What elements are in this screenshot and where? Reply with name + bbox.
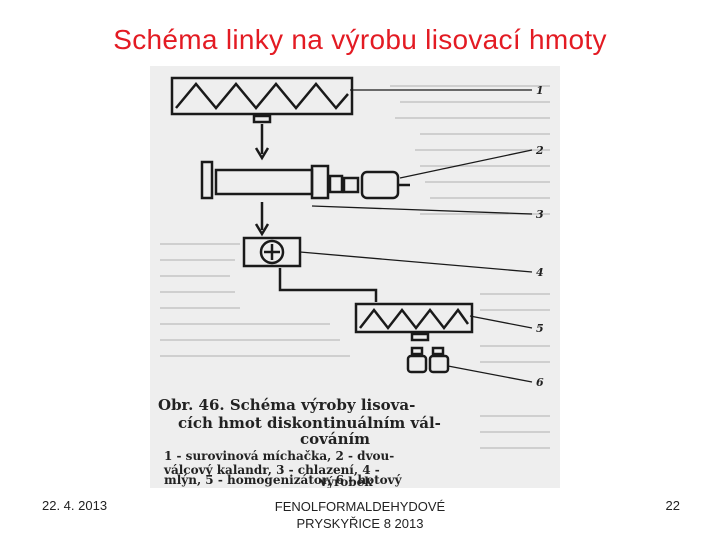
- callout-number-1: 1: [536, 84, 544, 97]
- callout-number-2: 2: [535, 144, 544, 157]
- arrowhead-2: [254, 223, 270, 237]
- callout-number-4: 4: [536, 266, 544, 279]
- flow-line-to-homogenizer: [278, 268, 378, 302]
- calender-rolls: [200, 160, 410, 200]
- callout-number-5: 5: [536, 322, 544, 335]
- legend-line-3: mlýn, 5 - homogenizátor, 6 - hotový: [164, 473, 403, 487]
- caption-title-line-3: cováním: [300, 430, 370, 448]
- page-number: 22: [665, 498, 680, 513]
- mixer-trough: [170, 76, 354, 124]
- legend-line-4: výrobek: [319, 475, 373, 488]
- footer-date: 22. 4. 2013: [42, 498, 108, 513]
- footer-center-line-2: PRYSKYŘICE 8 2013: [296, 516, 424, 531]
- legend-line-2: válcový kalandr, 3 - chlazení, 4 -: [163, 463, 380, 477]
- arrowhead-1: [254, 147, 270, 161]
- leader-lines: [299, 89, 533, 383]
- callout-number-6: 6: [536, 376, 544, 389]
- slide-title: Schéma linky na výrobu lisovací hmoty: [113, 24, 607, 55]
- finished-product-containers: [406, 346, 450, 374]
- caption-title-line-2: cích hmot diskontinuálním vál-: [178, 414, 441, 432]
- process-line-diagram: 1 2 3 4 5 6 Obr. 46. Schéma výroby lisov…: [158, 76, 550, 488]
- mill: [242, 236, 302, 268]
- caption-title-line-1: Obr. 46. Schéma výroby lisova-: [158, 396, 415, 414]
- callout-number-3: 3: [536, 208, 544, 221]
- footer-center: FENOLFORMALDEHYDOVÉ PRYSKYŘICE 8 2013: [230, 498, 490, 532]
- legend-line-1: 1 - surovinová míchačka, 2 - dvou-: [164, 449, 394, 463]
- scanned-figure: 1 2 3 4 5 6 Obr. 46. Schéma výroby lisov…: [150, 66, 560, 488]
- background-text-noise: [160, 85, 550, 449]
- footer-center-line-1: FENOLFORMALDEHYDOVÉ: [274, 499, 446, 514]
- homogenizer: [354, 302, 474, 342]
